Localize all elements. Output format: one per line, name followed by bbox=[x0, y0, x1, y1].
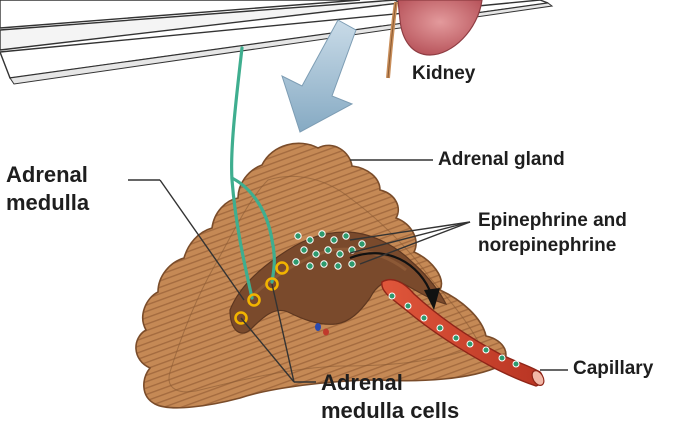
hormones-label-line1: Epinephrine and bbox=[478, 209, 627, 234]
medulla-cells-label-line2: medulla cells bbox=[321, 397, 459, 425]
vessel-cross-section-red bbox=[323, 329, 329, 336]
hormones-label: Epinephrine and norepinephrine bbox=[478, 209, 627, 258]
adrenal-medulla-label: Adrenal medulla bbox=[6, 161, 89, 216]
kidney-label: Kidney bbox=[412, 63, 475, 84]
hormones-label-line2: norepinephrine bbox=[478, 234, 627, 259]
adrenal-medulla-label-line1: Adrenal bbox=[6, 161, 89, 189]
medulla-cells-label: Adrenal medulla cells bbox=[321, 369, 459, 424]
capillary-label: Capillary bbox=[573, 358, 653, 379]
adrenal-gland-label: Adrenal gland bbox=[438, 149, 565, 170]
adrenal-medulla-label-line2: medulla bbox=[6, 189, 89, 217]
medulla-cells-label-line1: Adrenal bbox=[321, 369, 459, 397]
vessel-cross-section-blue bbox=[315, 323, 321, 331]
